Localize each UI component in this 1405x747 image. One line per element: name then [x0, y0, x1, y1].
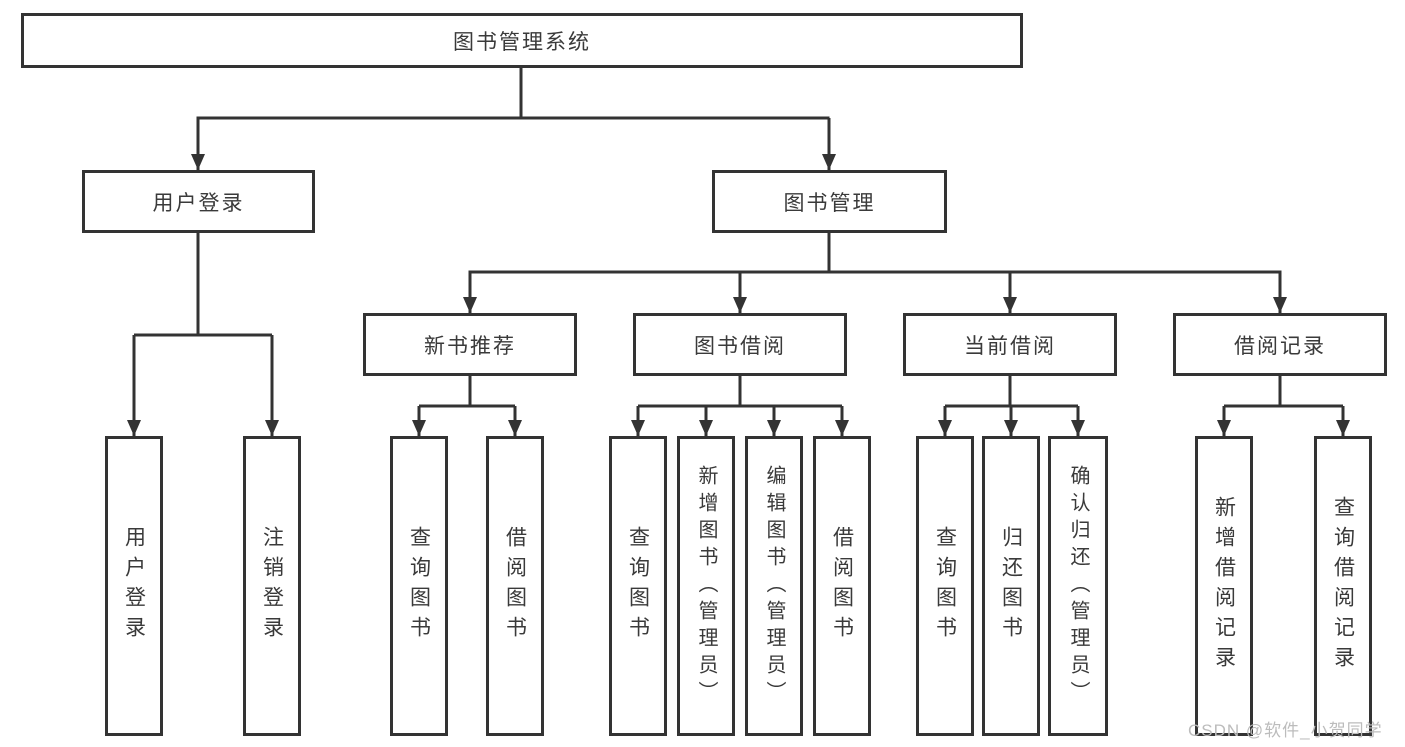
leaf-query-books-recommend: 查询图书	[390, 436, 448, 736]
node-label: 用户登录	[152, 191, 245, 215]
leaf-label: 查询图书	[626, 526, 650, 646]
node-book-borrowing: 图书借阅	[633, 313, 847, 376]
leaf-borrow-books: 借阅图书	[813, 436, 871, 736]
node-user-login: 用户登录	[82, 170, 315, 233]
leaf-add-books-admin: 新增图书（管理员）	[677, 436, 735, 736]
leaf-label: 新增图书（管理员）	[695, 464, 717, 708]
leaf-confirm-return-admin: 确认归还（管理员）	[1048, 436, 1108, 736]
leaf-query-borrow-record: 查询借阅记录	[1314, 436, 1372, 736]
node-new-book-recommend: 新书推荐	[363, 313, 577, 376]
node-label: 图书管理	[783, 191, 876, 215]
branch-bars	[134, 68, 1343, 408]
node-library-management-system: 图书管理系统	[21, 13, 1023, 68]
leaf-edit-books-admin: 编辑图书（管理员）	[745, 436, 803, 736]
csdn-watermark: CSDN @软件_小贺同学	[1188, 721, 1383, 740]
node-current-borrowing: 当前借阅	[903, 313, 1117, 376]
leaf-query-books-borrowing: 查询图书	[609, 436, 667, 736]
node-label: 借阅记录	[1234, 334, 1326, 358]
leaf-add-borrow-record: 新增借阅记录	[1195, 436, 1253, 736]
node-book-management: 图书管理	[712, 170, 947, 233]
node-label: 图书借阅	[694, 334, 786, 358]
leaf-label: 查询图书	[407, 526, 431, 646]
leaf-return-books: 归还图书	[982, 436, 1040, 736]
node-label: 图书管理系统	[453, 30, 591, 54]
leaf-label: 查询图书	[933, 526, 957, 646]
leaf-label: 注销登录	[260, 526, 284, 646]
leaf-label: 确认归还（管理员）	[1067, 464, 1089, 708]
leaf-borrow-books-recommend: 借阅图书	[486, 436, 544, 736]
leaf-query-books-current: 查询图书	[916, 436, 974, 736]
leaf-label: 新增借阅记录	[1212, 496, 1236, 676]
node-borrowing-records: 借阅记录	[1173, 313, 1387, 376]
node-label: 当前借阅	[964, 334, 1056, 358]
leaf-label: 查询借阅记录	[1331, 496, 1355, 676]
node-label: 新书推荐	[424, 334, 516, 358]
leaf-user-login: 用户登录	[105, 436, 163, 736]
leaf-label: 归还图书	[999, 526, 1023, 646]
leaf-label: 编辑图书（管理员）	[763, 464, 785, 708]
leaf-label: 用户登录	[122, 526, 146, 646]
leaf-label: 借阅图书	[830, 526, 854, 646]
leaf-label: 借阅图书	[503, 526, 527, 646]
leaf-logout: 注销登录	[243, 436, 301, 736]
